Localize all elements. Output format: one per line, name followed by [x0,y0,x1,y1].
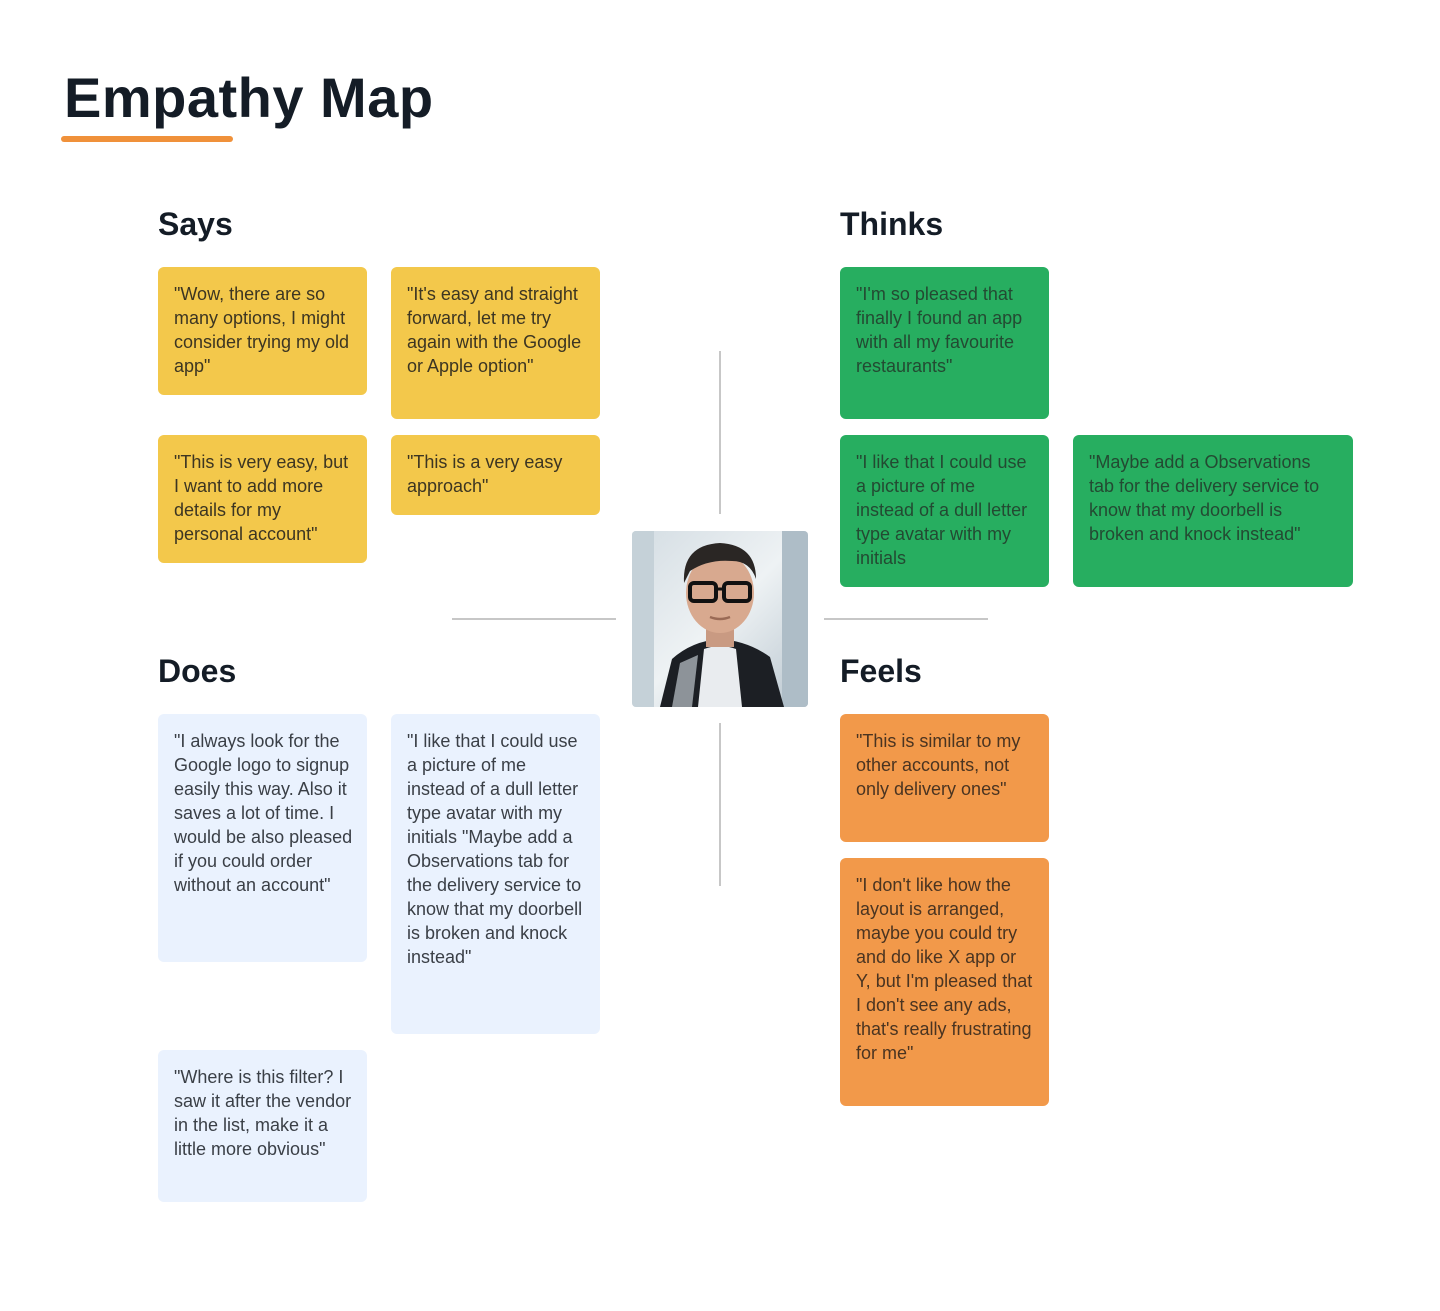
feels-note-1[interactable]: "This is similar to my other accounts, n… [840,714,1049,842]
divider-right [824,618,988,620]
does-heading: Does [158,651,236,691]
person-photo-icon [632,531,808,707]
feels-note-2[interactable]: "I don't like how the layout is arranged… [840,858,1049,1106]
says-note-3[interactable]: "This is very easy, but I want to add mo… [158,435,367,563]
does-note-3[interactable]: "Where is this filter? I saw it after th… [158,1050,367,1202]
says-note-2[interactable]: "It's easy and straight forward, let me … [391,267,600,419]
says-heading: Says [158,204,233,244]
feels-heading: Feels [840,651,922,691]
divider-top [719,351,721,514]
says-note-1[interactable]: "Wow, there are so many options, I might… [158,267,367,395]
does-note-1[interactable]: "I always look for the Google logo to si… [158,714,367,962]
thinks-note-3[interactable]: "Maybe add a Observations tab for the de… [1073,435,1353,587]
page-title: Empathy Map [64,62,434,134]
does-note-2[interactable]: "I like that I could use a picture of me… [391,714,600,1034]
thinks-note-2[interactable]: "I like that I could use a picture of me… [840,435,1049,587]
thinks-heading: Thinks [840,204,943,244]
says-note-4[interactable]: "This is a very easy approach" [391,435,600,515]
divider-bottom [719,723,721,886]
thinks-note-1[interactable]: "I'm so pleased that finally I found an … [840,267,1049,419]
divider-left [452,618,616,620]
title-underline [61,136,233,142]
